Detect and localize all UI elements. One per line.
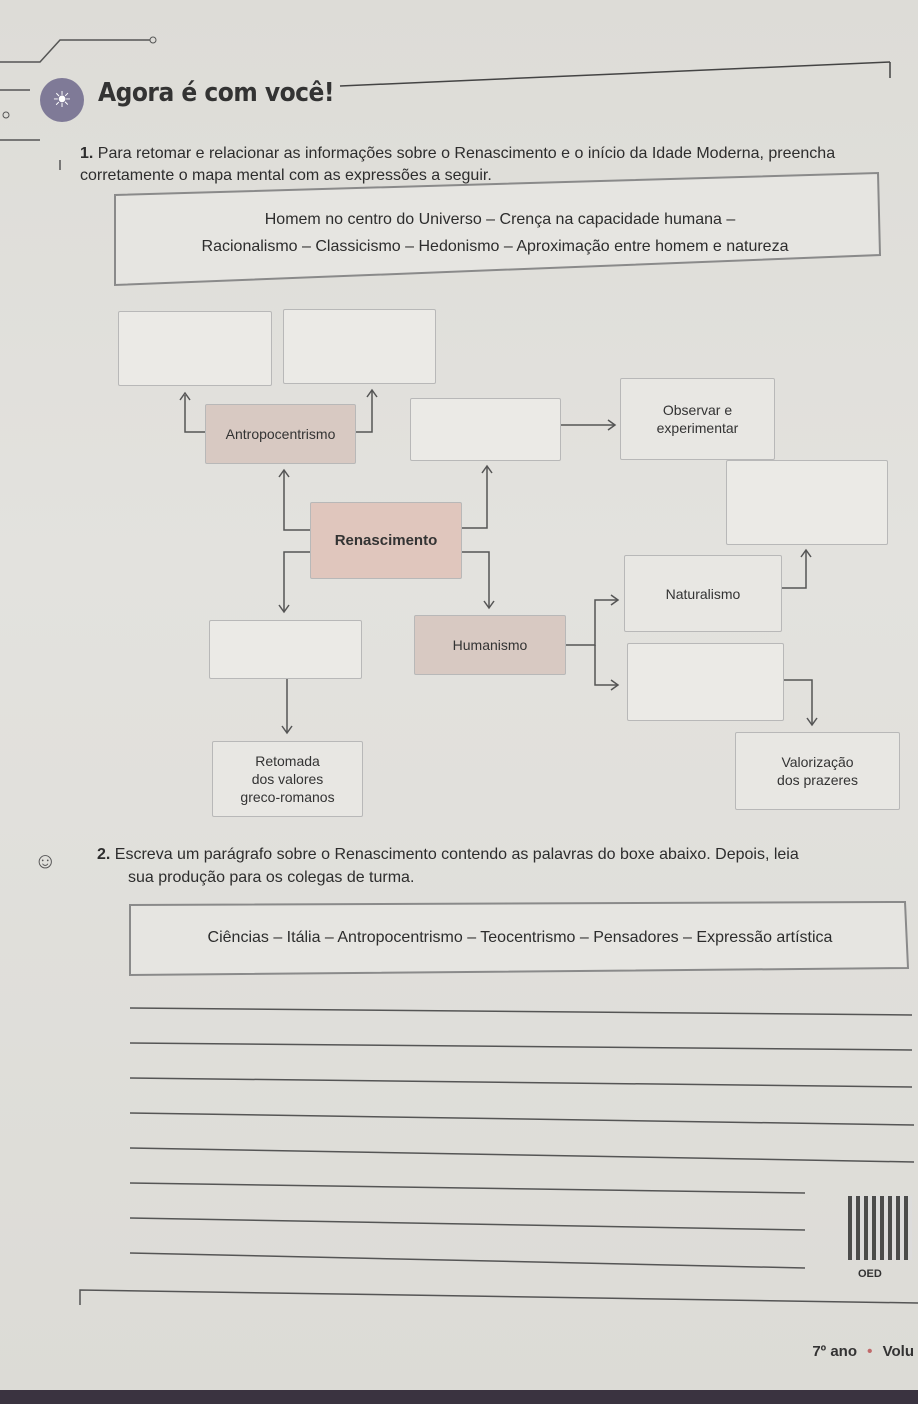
node-observar: Observar e experimentar	[620, 378, 775, 460]
question-2-text-line1: Escreva um parágrafo sobre o Renasciment…	[114, 846, 799, 863]
answer-writing-area[interactable]	[130, 985, 910, 1275]
answer-box-top-left[interactable]	[118, 311, 272, 386]
qr-label: OED	[858, 1268, 882, 1280]
section-title: Agora é com você!	[98, 78, 335, 108]
lightbulb-head-icon: ☀	[40, 78, 84, 122]
answer-box-right-lower[interactable]	[627, 643, 784, 721]
node-valorizacao-line1: Valorização	[781, 754, 854, 770]
answer-box-middle[interactable]	[410, 398, 561, 461]
node-humanismo-label: Humanismo	[452, 637, 528, 653]
node-retomada-line3: greco-romanos	[240, 789, 335, 805]
footer-volume: Volu	[882, 1343, 914, 1360]
node-valorizacao: Valorização dos prazeres	[735, 732, 900, 810]
node-humanismo: Humanismo	[414, 615, 566, 675]
node-renascimento: Renascimento	[310, 502, 462, 579]
node-naturalismo: Naturalismo	[624, 555, 782, 632]
footer-grade: 7º ano	[812, 1343, 857, 1360]
node-observar-line2: experimentar	[656, 420, 739, 436]
qr-code-icon[interactable]	[848, 1196, 912, 1260]
word-box-1-line2: Racionalismo – Classicismo – Hedonismo –…	[201, 238, 789, 255]
word-box-1-line1: Homem no centro do Universo – Crença na …	[264, 211, 736, 228]
answer-box-left-lower[interactable]	[209, 620, 362, 679]
answer-box-top-right[interactable]	[283, 309, 436, 384]
question-1-text: Para retomar e relacionar as informações…	[80, 145, 836, 184]
node-antropocentrismo: Antropocentrismo	[205, 404, 356, 464]
node-naturalismo-label: Naturalismo	[665, 585, 741, 602]
node-observar-line1: Observar e	[662, 402, 733, 418]
footer-separator: •	[867, 1343, 873, 1360]
node-valorizacao-line2: dos prazeres	[777, 772, 858, 788]
word-box-2: Ciências – Itália – Antropocentrismo – T…	[207, 929, 833, 946]
node-retomada-line2: dos valores	[251, 771, 324, 787]
question-1: 1. Para retomar e relacionar as informaç…	[80, 143, 880, 187]
question-2-text-line2: sua produção para os colegas de turma.	[128, 869, 415, 886]
answer-box-right-upper[interactable]	[726, 460, 888, 545]
bottom-edge	[0, 1390, 918, 1404]
question-1-number: 1.	[80, 145, 94, 162]
group-discussion-icon: ☺	[34, 848, 57, 873]
node-renascimento-label: Renascimento	[334, 531, 438, 549]
page-footer: 7º ano • Volu	[812, 1343, 914, 1360]
question-2: 2. Escreva um parágrafo sobre o Renascim…	[97, 844, 912, 866]
node-retomada-line1: Retomada	[255, 753, 320, 769]
node-antropocentrismo-label: Antropocentrismo	[225, 426, 336, 442]
question-2-number: 2.	[97, 846, 111, 863]
node-retomada: Retomada dos valores greco-romanos	[212, 741, 363, 817]
